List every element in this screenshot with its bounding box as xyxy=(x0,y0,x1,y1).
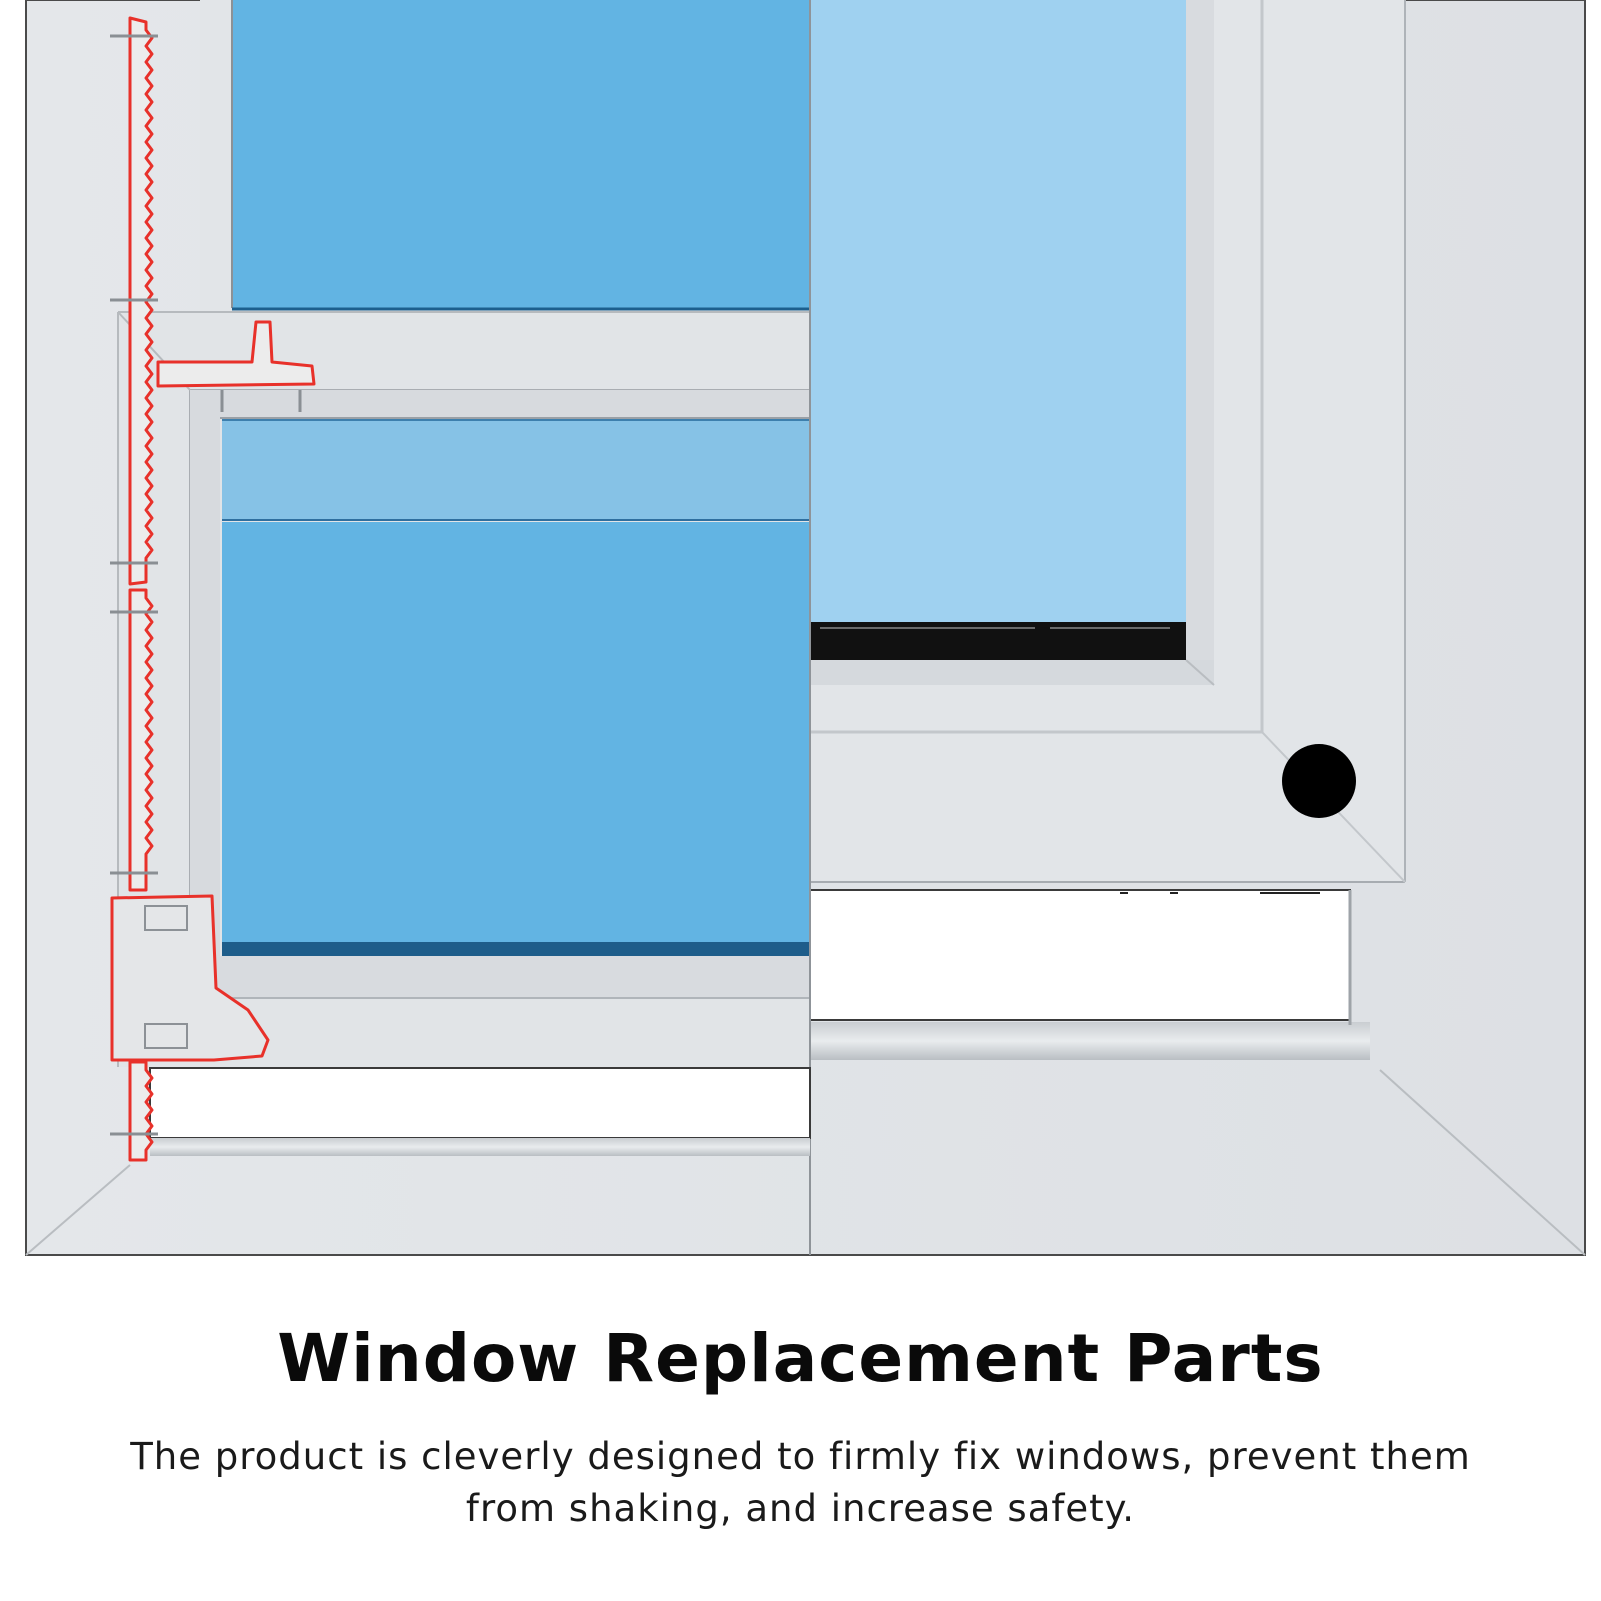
left-upper-glass xyxy=(200,0,810,312)
caption-section: Window Replacement Parts The product is … xyxy=(0,1270,1601,1601)
page-title: Window Replacement Parts xyxy=(277,1320,1324,1397)
screw-icons xyxy=(110,34,302,1136)
left-bottom-track xyxy=(149,1067,811,1156)
right-bottom-track xyxy=(809,889,1370,1060)
t-bracket-icon xyxy=(156,320,316,388)
left-lower-glass xyxy=(190,0,811,1255)
product-description: The product is cleverly designed to firm… xyxy=(130,1435,1471,1530)
right-glass-pane xyxy=(810,0,1186,660)
sash-lock-icon xyxy=(110,894,270,1062)
window-illustration xyxy=(25,0,1586,1256)
handle-hole-icon xyxy=(1282,744,1356,818)
